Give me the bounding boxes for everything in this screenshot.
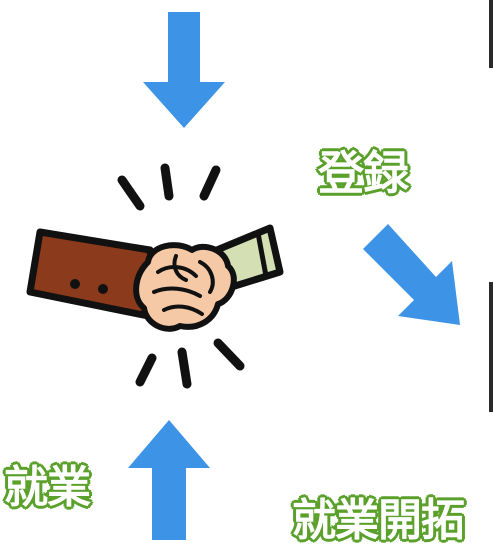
label-employment: 就業 <box>4 462 91 513</box>
edge-bar-top <box>489 0 493 68</box>
label-register: 登録 <box>318 146 409 200</box>
arrow-down-icon <box>143 12 225 128</box>
burst-lines-top <box>117 163 221 211</box>
finger-lines <box>152 254 215 316</box>
edge-bar-bottom <box>489 282 493 412</box>
clasped-hands <box>133 242 237 332</box>
handshake-icon <box>26 163 284 389</box>
burst-lines-bottom <box>135 338 245 389</box>
arrow-down-right-icon <box>363 224 460 325</box>
arrow-up-icon <box>128 420 210 540</box>
label-job-development: 就業開拓 <box>292 495 465 546</box>
